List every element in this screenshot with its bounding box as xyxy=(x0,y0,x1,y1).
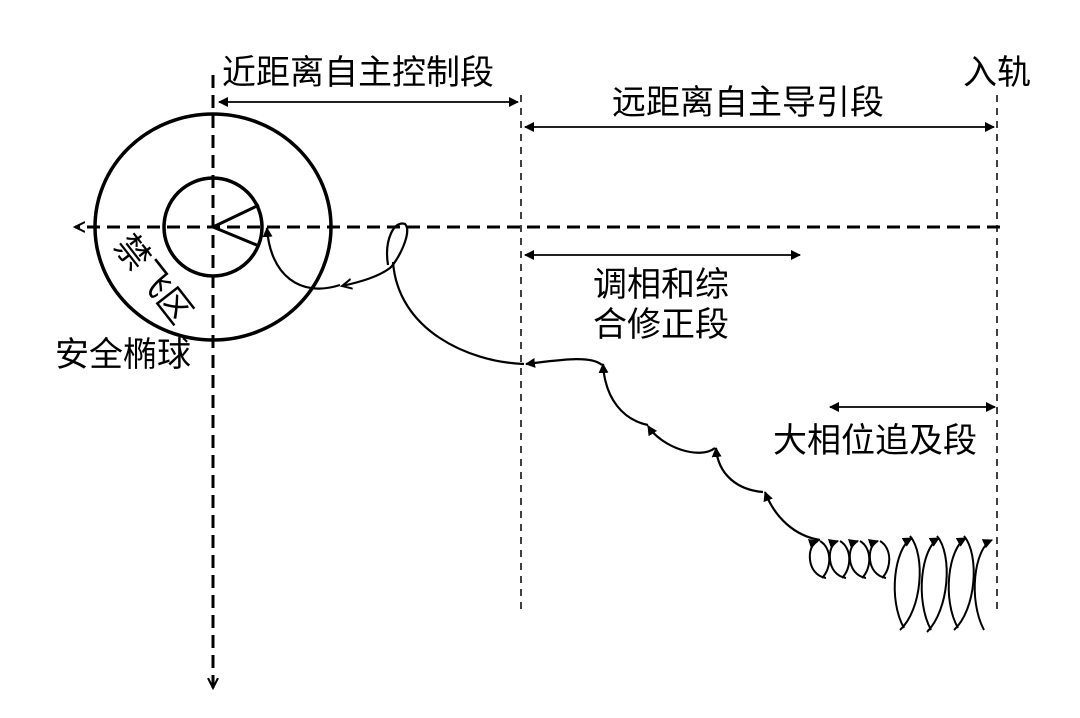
chase-small-loops xyxy=(807,539,891,579)
trajectory-hop-2 xyxy=(598,363,649,427)
trajectory-hop-to-loop xyxy=(391,261,525,366)
proximity-control-label: 近距离自主控制段 xyxy=(222,53,494,93)
orbit-insertion-label: 入轨 xyxy=(963,53,1031,93)
trajectory-hop-4 xyxy=(711,447,764,494)
no-fly-zone-label: 禁飞区 xyxy=(106,227,200,332)
safety-ellipsoid-outline xyxy=(93,112,333,342)
no-fly-zone-outline xyxy=(162,176,264,278)
safety-ellipsoid-label: 安全椭球 xyxy=(55,335,191,375)
phasing-label-line2: 合修正段 xyxy=(593,305,729,345)
no-fly-zone-radius-lower xyxy=(212,225,260,248)
trajectory-hop-final xyxy=(262,227,341,290)
chase-tall-loops xyxy=(893,535,993,633)
phasing-label-line1: 调相和综 xyxy=(593,265,729,305)
long-range-guidance-label: 远距离自主导引段 xyxy=(612,83,884,123)
trajectory-hop-3 xyxy=(647,425,716,454)
approach-trajectory xyxy=(262,222,821,542)
trajectory-hop-1 xyxy=(525,357,603,368)
trajectory-hop-5 xyxy=(763,491,821,542)
no-fly-zone-radius-upper xyxy=(212,203,260,229)
large-phase-chase-label: 大相位追及段 xyxy=(773,421,977,461)
trajectory-loop-near-axis xyxy=(342,222,409,286)
